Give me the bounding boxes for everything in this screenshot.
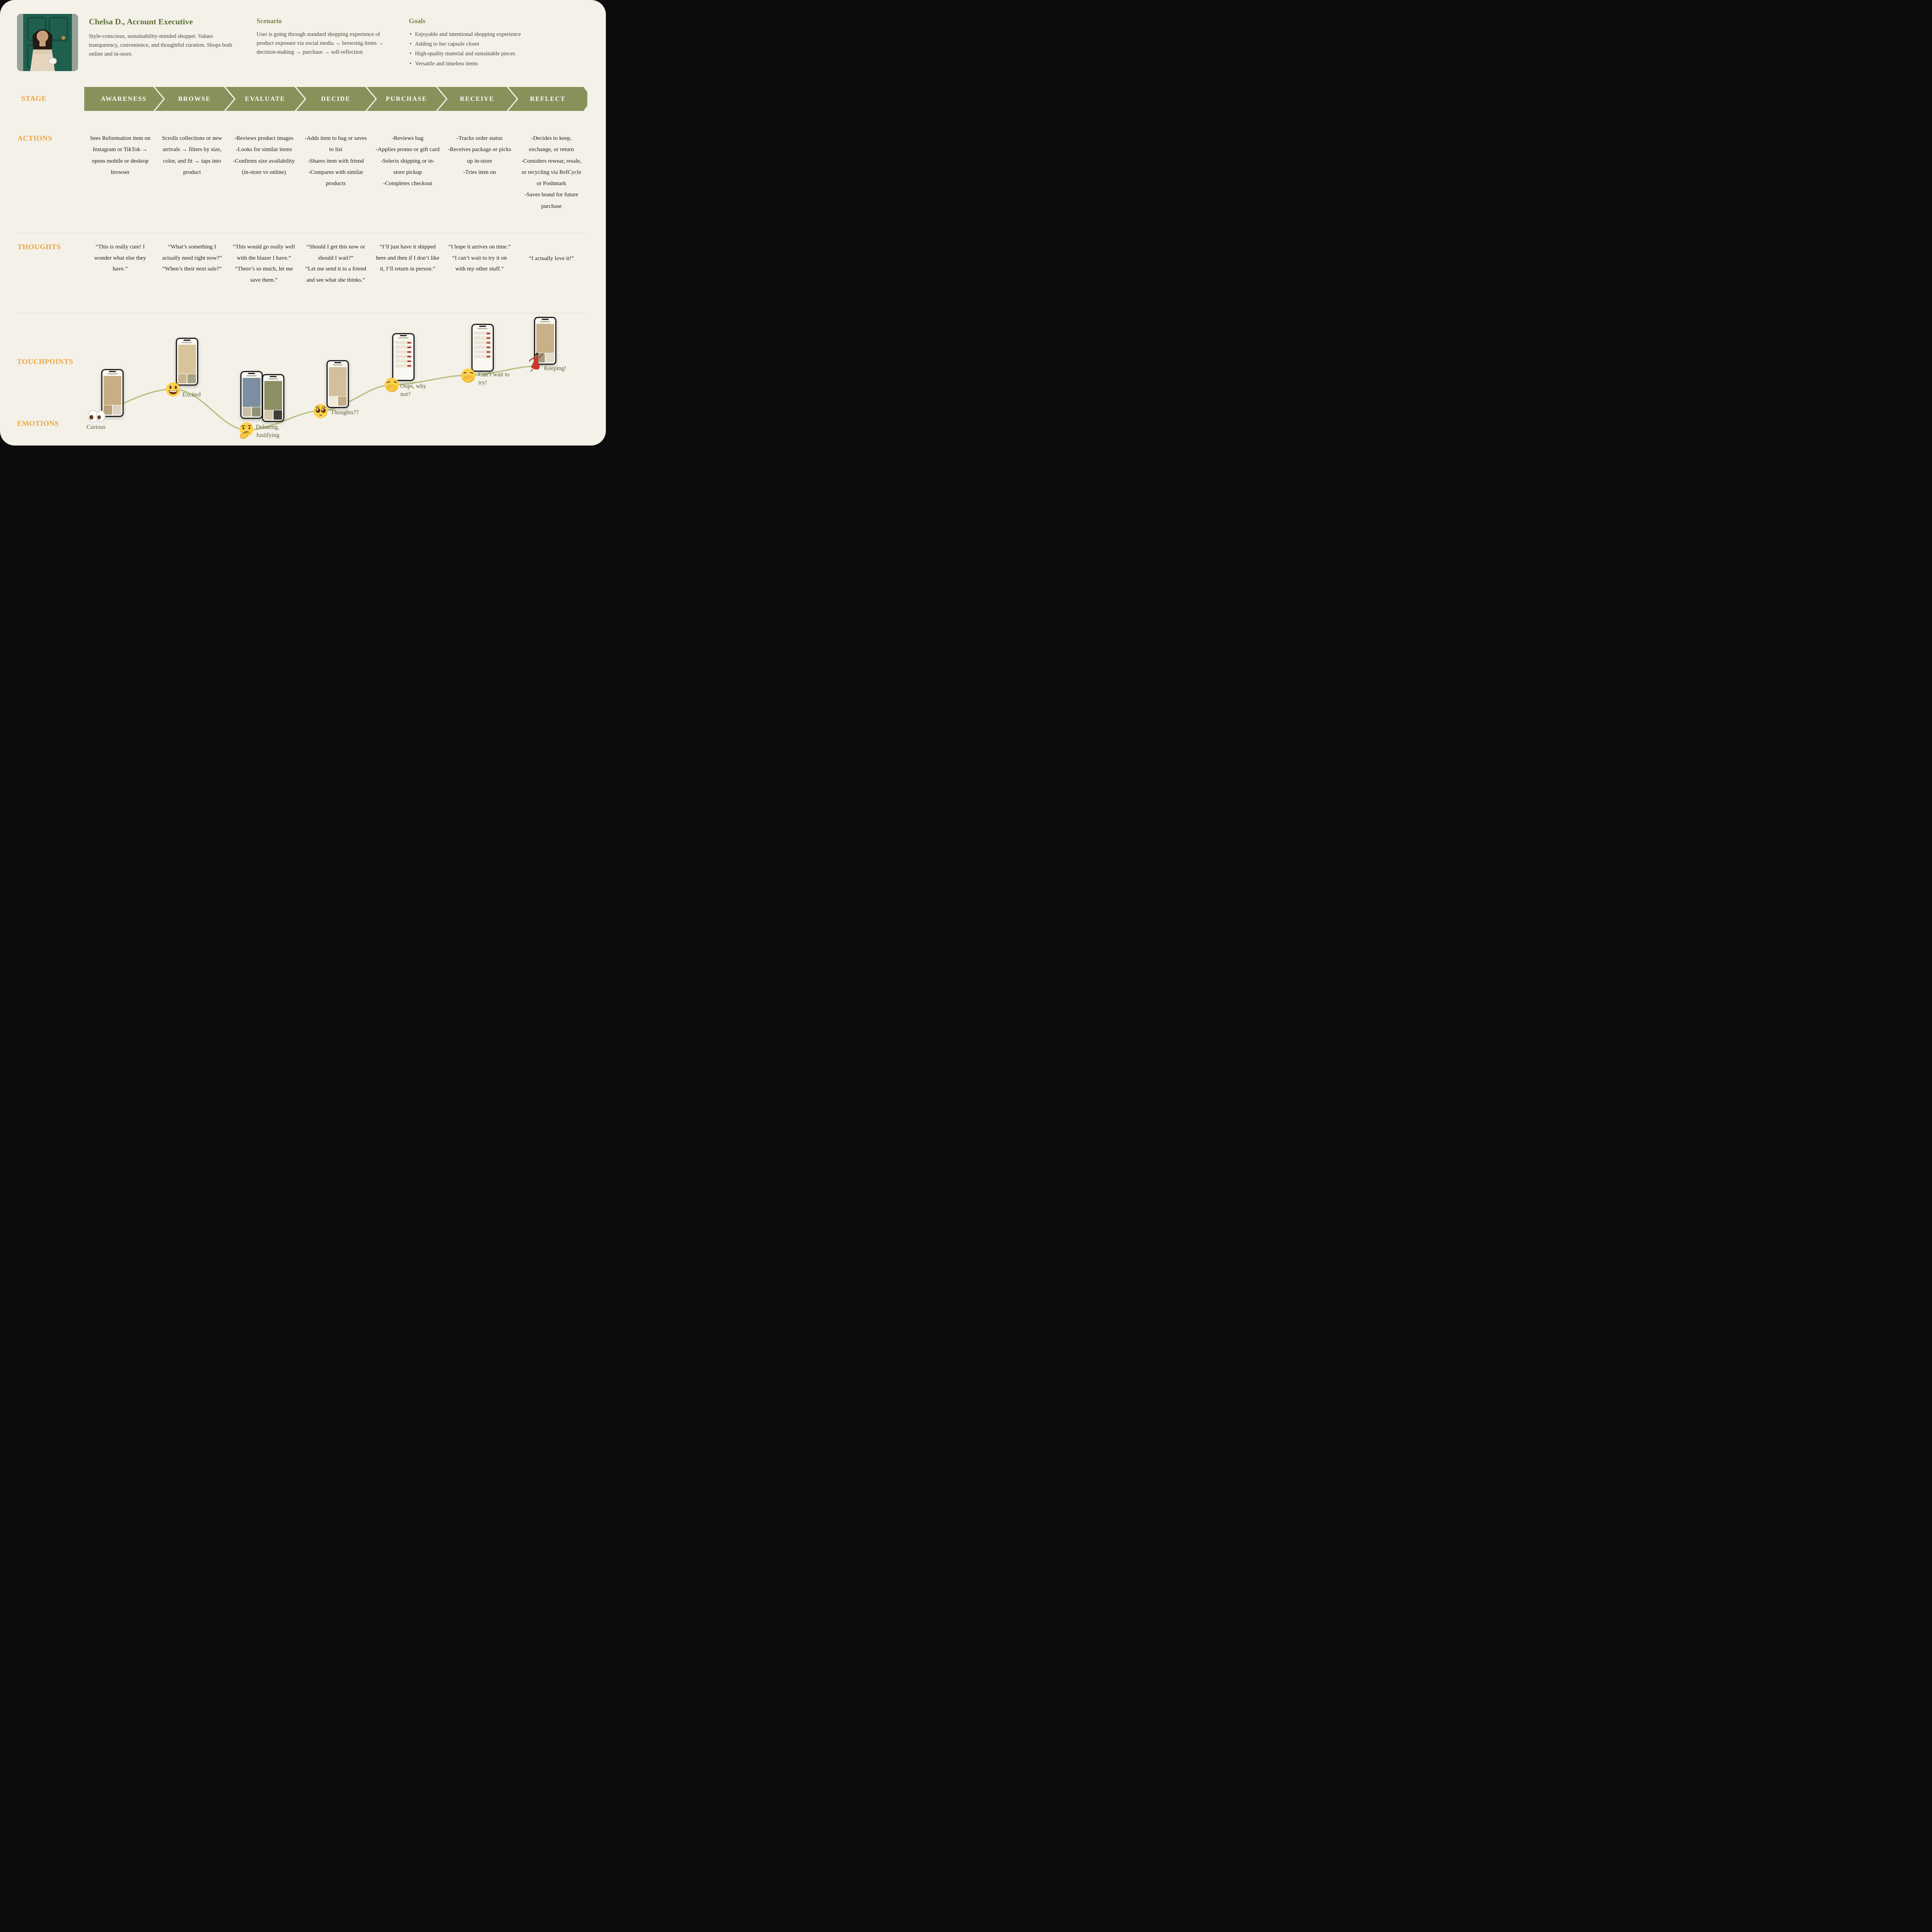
stage-label: DECIDE xyxy=(321,95,351,102)
stage-receive: RECEIVE xyxy=(437,87,517,111)
thoughts-evaluate: “This would go really well with the blaz… xyxy=(233,244,295,283)
stage-reflect: REFLECT xyxy=(508,87,587,111)
stage-decide: DECIDE xyxy=(296,87,376,111)
stage-evaluate: EVALUATE xyxy=(226,87,305,111)
pleading-face-emoji-icon xyxy=(313,403,328,421)
thoughts-receive: “I hope it arrives on time.” “I can’t wa… xyxy=(448,244,511,272)
hand-over-mouth-emoji-icon xyxy=(384,377,400,395)
stage-arrows: AWARENESS BROWSE EVALUATE DECIDE PURCHAS… xyxy=(84,87,587,111)
emotion-label: Oops, why not? xyxy=(400,383,427,398)
thoughts-row: THOUGHTS “This is really cute! I wonder … xyxy=(0,242,606,286)
stage-label: AWARENESS xyxy=(100,95,147,102)
stage-row: STAGE AWARENESS BROWSE EVALUATE DECIDE P… xyxy=(0,87,587,111)
touchpoint-phone-decide xyxy=(327,360,349,408)
stage-label: BROWSE xyxy=(178,95,211,102)
row-label-touchpoints: TOUCHPOINTS xyxy=(17,358,73,366)
thoughts-awareness: “This is really cute! I wonder what else… xyxy=(94,244,146,272)
persona-photo xyxy=(17,14,78,71)
grinning-face-emoji-icon xyxy=(165,382,181,399)
thoughts-purchase: “I’ll just have it shipped here and then… xyxy=(376,244,439,272)
emotion-label: Debating, Justifying xyxy=(256,424,280,439)
touchpoint-phone-evaluate-1 xyxy=(240,371,263,419)
scenario-block: Scenario User is going through standard … xyxy=(257,14,393,71)
thinking-face-emoji-icon xyxy=(239,422,254,441)
goal-item: Enjoyable and intentional shopping exper… xyxy=(409,30,587,39)
touchpoint-phone-awareness xyxy=(101,369,124,417)
actions-receive: -Tracks order status -Receives package o… xyxy=(448,135,511,175)
dancer-emoji-icon xyxy=(527,352,544,374)
emotion-label: Thoughts?? xyxy=(331,409,359,416)
stage-awareness: AWARENESS xyxy=(84,87,163,111)
journey-map-canvas: Chelsa D., Account Executive Style-consc… xyxy=(0,0,606,446)
emotion-label: Keeping! xyxy=(544,365,566,372)
eyes-emoji-icon xyxy=(87,410,106,425)
goals-block: Goals Enjoyable and intentional shopping… xyxy=(409,14,587,71)
actions-purchase: -Reviews bag -Applies promo or gift card… xyxy=(376,135,440,187)
goal-item: Versatile and timeless items xyxy=(409,60,587,68)
stage-label: RECEIVE xyxy=(460,95,495,102)
touchpoint-phone-reflect xyxy=(534,317,556,365)
touchpoint-phone-evaluate-2 xyxy=(262,374,284,422)
stage-label: PURCHASE xyxy=(386,95,427,102)
emotion-label: Can’t wait to try! xyxy=(478,371,510,386)
persona-description: Style-conscious, sustainability-minded s… xyxy=(89,33,232,58)
goal-item: Adding to her capsule closet xyxy=(409,40,587,48)
hand-over-mouth-emoji-icon xyxy=(461,368,476,385)
emotion-label: Excited xyxy=(182,391,201,398)
goals-list: Enjoyable and intentional shopping exper… xyxy=(409,30,587,68)
stage-label: REFLECT xyxy=(530,95,566,102)
stage-purchase: PURCHASE xyxy=(367,87,446,111)
stage-label: EVALUATE xyxy=(245,95,286,102)
touchpoint-phone-browse xyxy=(176,338,198,386)
actions-browse: Scrolls collections or new arrivals → fi… xyxy=(162,135,222,175)
thoughts-reflect: “I actually love it!” xyxy=(529,255,574,262)
actions-row: ACTIONS Sees Reformation item on Instagr… xyxy=(0,133,606,212)
persona-photo-illustration xyxy=(17,14,78,71)
row-label-thoughts: THOUGHTS xyxy=(17,243,61,251)
persona-name: Chelsa D., Account Executive xyxy=(89,17,193,26)
goals-title: Goals xyxy=(409,17,425,25)
scenario-text: User is going through standard shopping … xyxy=(257,31,384,56)
actions-evaluate: -Reviews product images -Looks for simil… xyxy=(233,135,295,175)
touchpoint-phone-receive xyxy=(471,324,494,372)
row-label-stage: STAGE xyxy=(21,95,47,103)
row-label-actions: ACTIONS xyxy=(17,134,53,143)
persona-block: Chelsa D., Account Executive Style-consc… xyxy=(89,14,240,71)
touchpoint-phone-purchase xyxy=(392,333,415,381)
row-label-emotions: EMOTIONS xyxy=(17,420,59,428)
actions-reflect: -Decides to keep, exchange, or return -C… xyxy=(521,135,582,209)
stage-browse: BROWSE xyxy=(155,87,234,111)
actions-awareness: Sees Reformation item on Instagram or Ti… xyxy=(90,135,151,175)
goal-item: High-quality material and sustainable pi… xyxy=(409,49,587,58)
emotion-label: Curious xyxy=(87,424,106,430)
header: Chelsa D., Account Executive Style-consc… xyxy=(17,14,587,71)
scenario-title: Scenario xyxy=(257,17,282,25)
journey-section: TOUCHPOINTS EMOTIONS xyxy=(0,313,606,446)
thoughts-browse: “What’s something I actually need right … xyxy=(162,244,222,272)
actions-decide: -Adds item to bag or saves to list -Shar… xyxy=(304,135,367,187)
thoughts-decide: “Should I get this now or should I wait?… xyxy=(305,244,366,283)
